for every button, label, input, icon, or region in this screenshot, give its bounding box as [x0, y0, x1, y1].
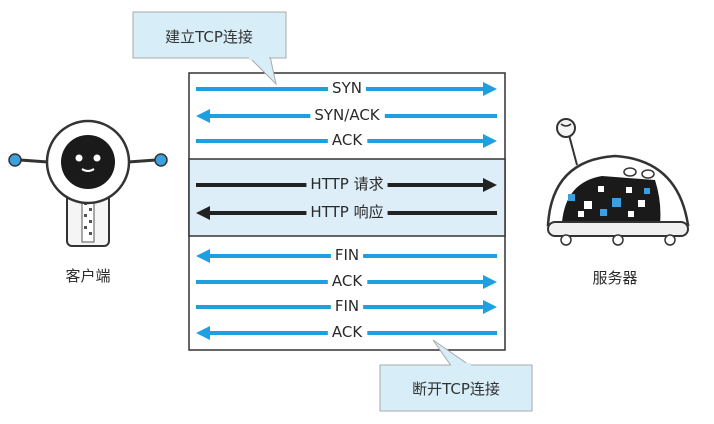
message-5-label-bg — [306, 203, 388, 221]
terminate-callout: 断开TCP连接 — [379, 339, 533, 412]
server-robot-icon — [546, 118, 690, 246]
message-9: ACK — [196, 323, 497, 341]
message-5: HTTP 响应 — [196, 203, 497, 221]
message-4-label: HTTP 请求 — [310, 175, 383, 193]
message-4-label-bg — [306, 175, 388, 193]
message-2-label: SYN/ACK — [314, 106, 380, 124]
message-6-label: FIN — [335, 246, 359, 264]
message-6-arrowhead — [196, 249, 210, 263]
message-8-label: FIN — [335, 297, 359, 315]
message-9-label: ACK — [332, 323, 363, 341]
message-3-label: ACK — [332, 131, 363, 149]
message-2: SYN/ACK — [196, 106, 497, 124]
message-2-label-bg — [310, 106, 385, 124]
establish-callout-label: 建立TCP连接 — [165, 28, 253, 46]
message-9-label-bg — [327, 323, 368, 341]
message-6-label-bg — [330, 246, 364, 264]
client-label: 客户端 — [65, 267, 110, 285]
message-8-arrowhead — [483, 300, 497, 314]
establish-callout: 建立TCP连接 — [132, 11, 287, 86]
message-7-label: ACK — [332, 272, 363, 290]
message-5-label: HTTP 响应 — [310, 203, 383, 221]
message-3: ACK — [196, 131, 497, 149]
terminate-callout-label: 断开TCP连接 — [412, 380, 500, 398]
message-8: FIN — [196, 297, 497, 315]
message-3-arrowhead — [483, 134, 497, 148]
message-2-arrowhead — [196, 109, 210, 123]
http-band — [188, 158, 506, 237]
message-1: SYN — [196, 79, 497, 97]
message-1-arrowhead — [483, 82, 497, 96]
message-9-arrowhead — [196, 326, 210, 340]
message-6: FIN — [196, 246, 497, 264]
message-7-arrowhead — [483, 275, 497, 289]
message-1-label-bg — [328, 79, 366, 97]
message-8-label-bg — [330, 297, 364, 315]
server-label: 服务器 — [592, 269, 637, 287]
message-7-label-bg — [327, 272, 368, 290]
client-robot-icon — [8, 119, 168, 247]
message-5-arrowhead — [196, 206, 210, 220]
message-3-label-bg — [327, 131, 368, 149]
message-4: HTTP 请求 — [196, 175, 497, 193]
message-7: ACK — [196, 272, 497, 290]
message-4-arrowhead — [483, 178, 497, 192]
message-arrows: SYN SYN/ACK ACK HTTP 请求 HTTP 响应 FIN ACK FIN ACK — [196, 79, 497, 341]
message-1-label: SYN — [332, 79, 362, 97]
